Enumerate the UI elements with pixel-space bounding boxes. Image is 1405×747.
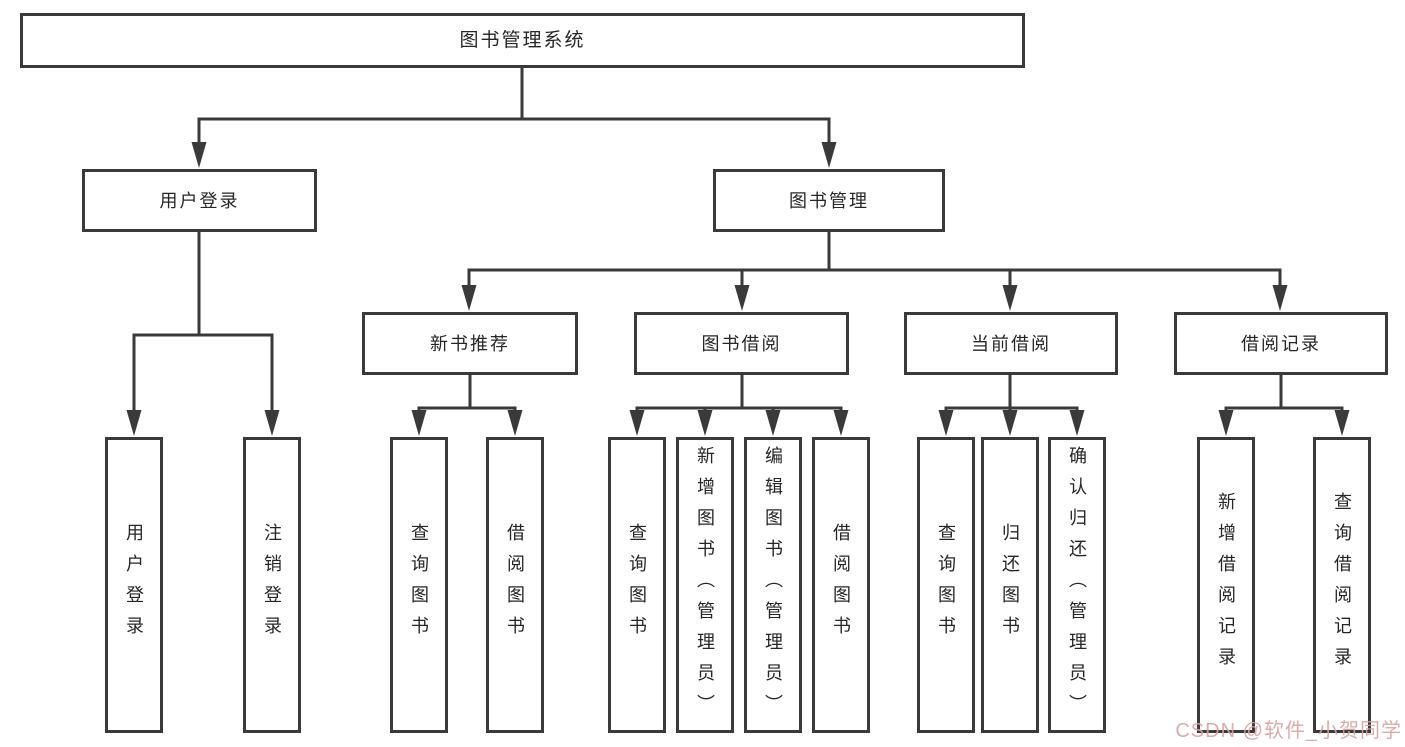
leaf-return-books: 归还图书 [981, 437, 1039, 733]
arrowhead-down-icon [191, 142, 207, 168]
arrowhead-down-icon [765, 410, 781, 436]
arrowhead-down-icon [264, 410, 280, 436]
arrowhead-down-icon [461, 285, 477, 311]
connector-line [467, 268, 1282, 294]
leaf-borrow-books: 借阅图书 [486, 437, 544, 733]
leaf-query-books: 查询图书 [608, 437, 666, 733]
arrowhead-down-icon [126, 410, 142, 436]
leaf-confirm-return-admin: 确认归还（管理员） [1048, 437, 1106, 733]
connector-line [197, 117, 831, 150]
connector-line [417, 406, 517, 419]
csdn-watermark: CSDN @软件_小贺同学 [1175, 720, 1402, 742]
leaf-user-login: 用户登录 [105, 437, 163, 733]
node-book-management: 图书管理 [713, 169, 945, 232]
arrowhead-down-icon [1272, 285, 1288, 311]
node-user-login: 用户登录 [82, 169, 317, 232]
arrowhead-down-icon [833, 410, 849, 436]
arrowhead-down-icon [1218, 410, 1234, 436]
arrowhead-down-icon [1002, 410, 1018, 436]
leaf-logout: 注销登录 [243, 437, 301, 733]
node-borrow-records: 借阅记录 [1174, 312, 1388, 375]
arrowhead-down-icon [629, 410, 645, 436]
connector-line [635, 406, 843, 419]
leaf-edit-books-admin: 编辑图书（管理员） [744, 437, 802, 733]
arrowhead-down-icon [1069, 410, 1085, 436]
node-book-borrow: 图书借阅 [634, 312, 849, 375]
leaf-borrow-books: 借阅图书 [812, 437, 870, 733]
arrowhead-down-icon [1334, 410, 1350, 436]
connector-line [132, 333, 274, 417]
leaf-query-books: 查询图书 [917, 437, 975, 733]
node-current-borrow: 当前借阅 [904, 312, 1118, 375]
node-library-management-system: 图书管理系统 [20, 13, 1025, 68]
node-new-book-recommend: 新书推荐 [362, 312, 578, 375]
arrowhead-down-icon [821, 142, 837, 168]
arrowhead-down-icon [697, 410, 713, 436]
arrowhead-down-icon [1002, 285, 1018, 311]
arrowhead-down-icon [734, 285, 750, 311]
arrowhead-down-icon [411, 410, 427, 436]
leaf-query-books: 查询图书 [390, 437, 448, 733]
leaf-add-books-admin: 新增图书（管理员） [676, 437, 734, 733]
leaf-add-borrow-record: 新增借阅记录 [1197, 437, 1255, 733]
connector-line [1224, 406, 1344, 419]
arrowhead-down-icon [938, 410, 954, 436]
arrowhead-down-icon [507, 410, 523, 436]
leaf-query-borrow-record: 查询借阅记录 [1313, 437, 1371, 733]
